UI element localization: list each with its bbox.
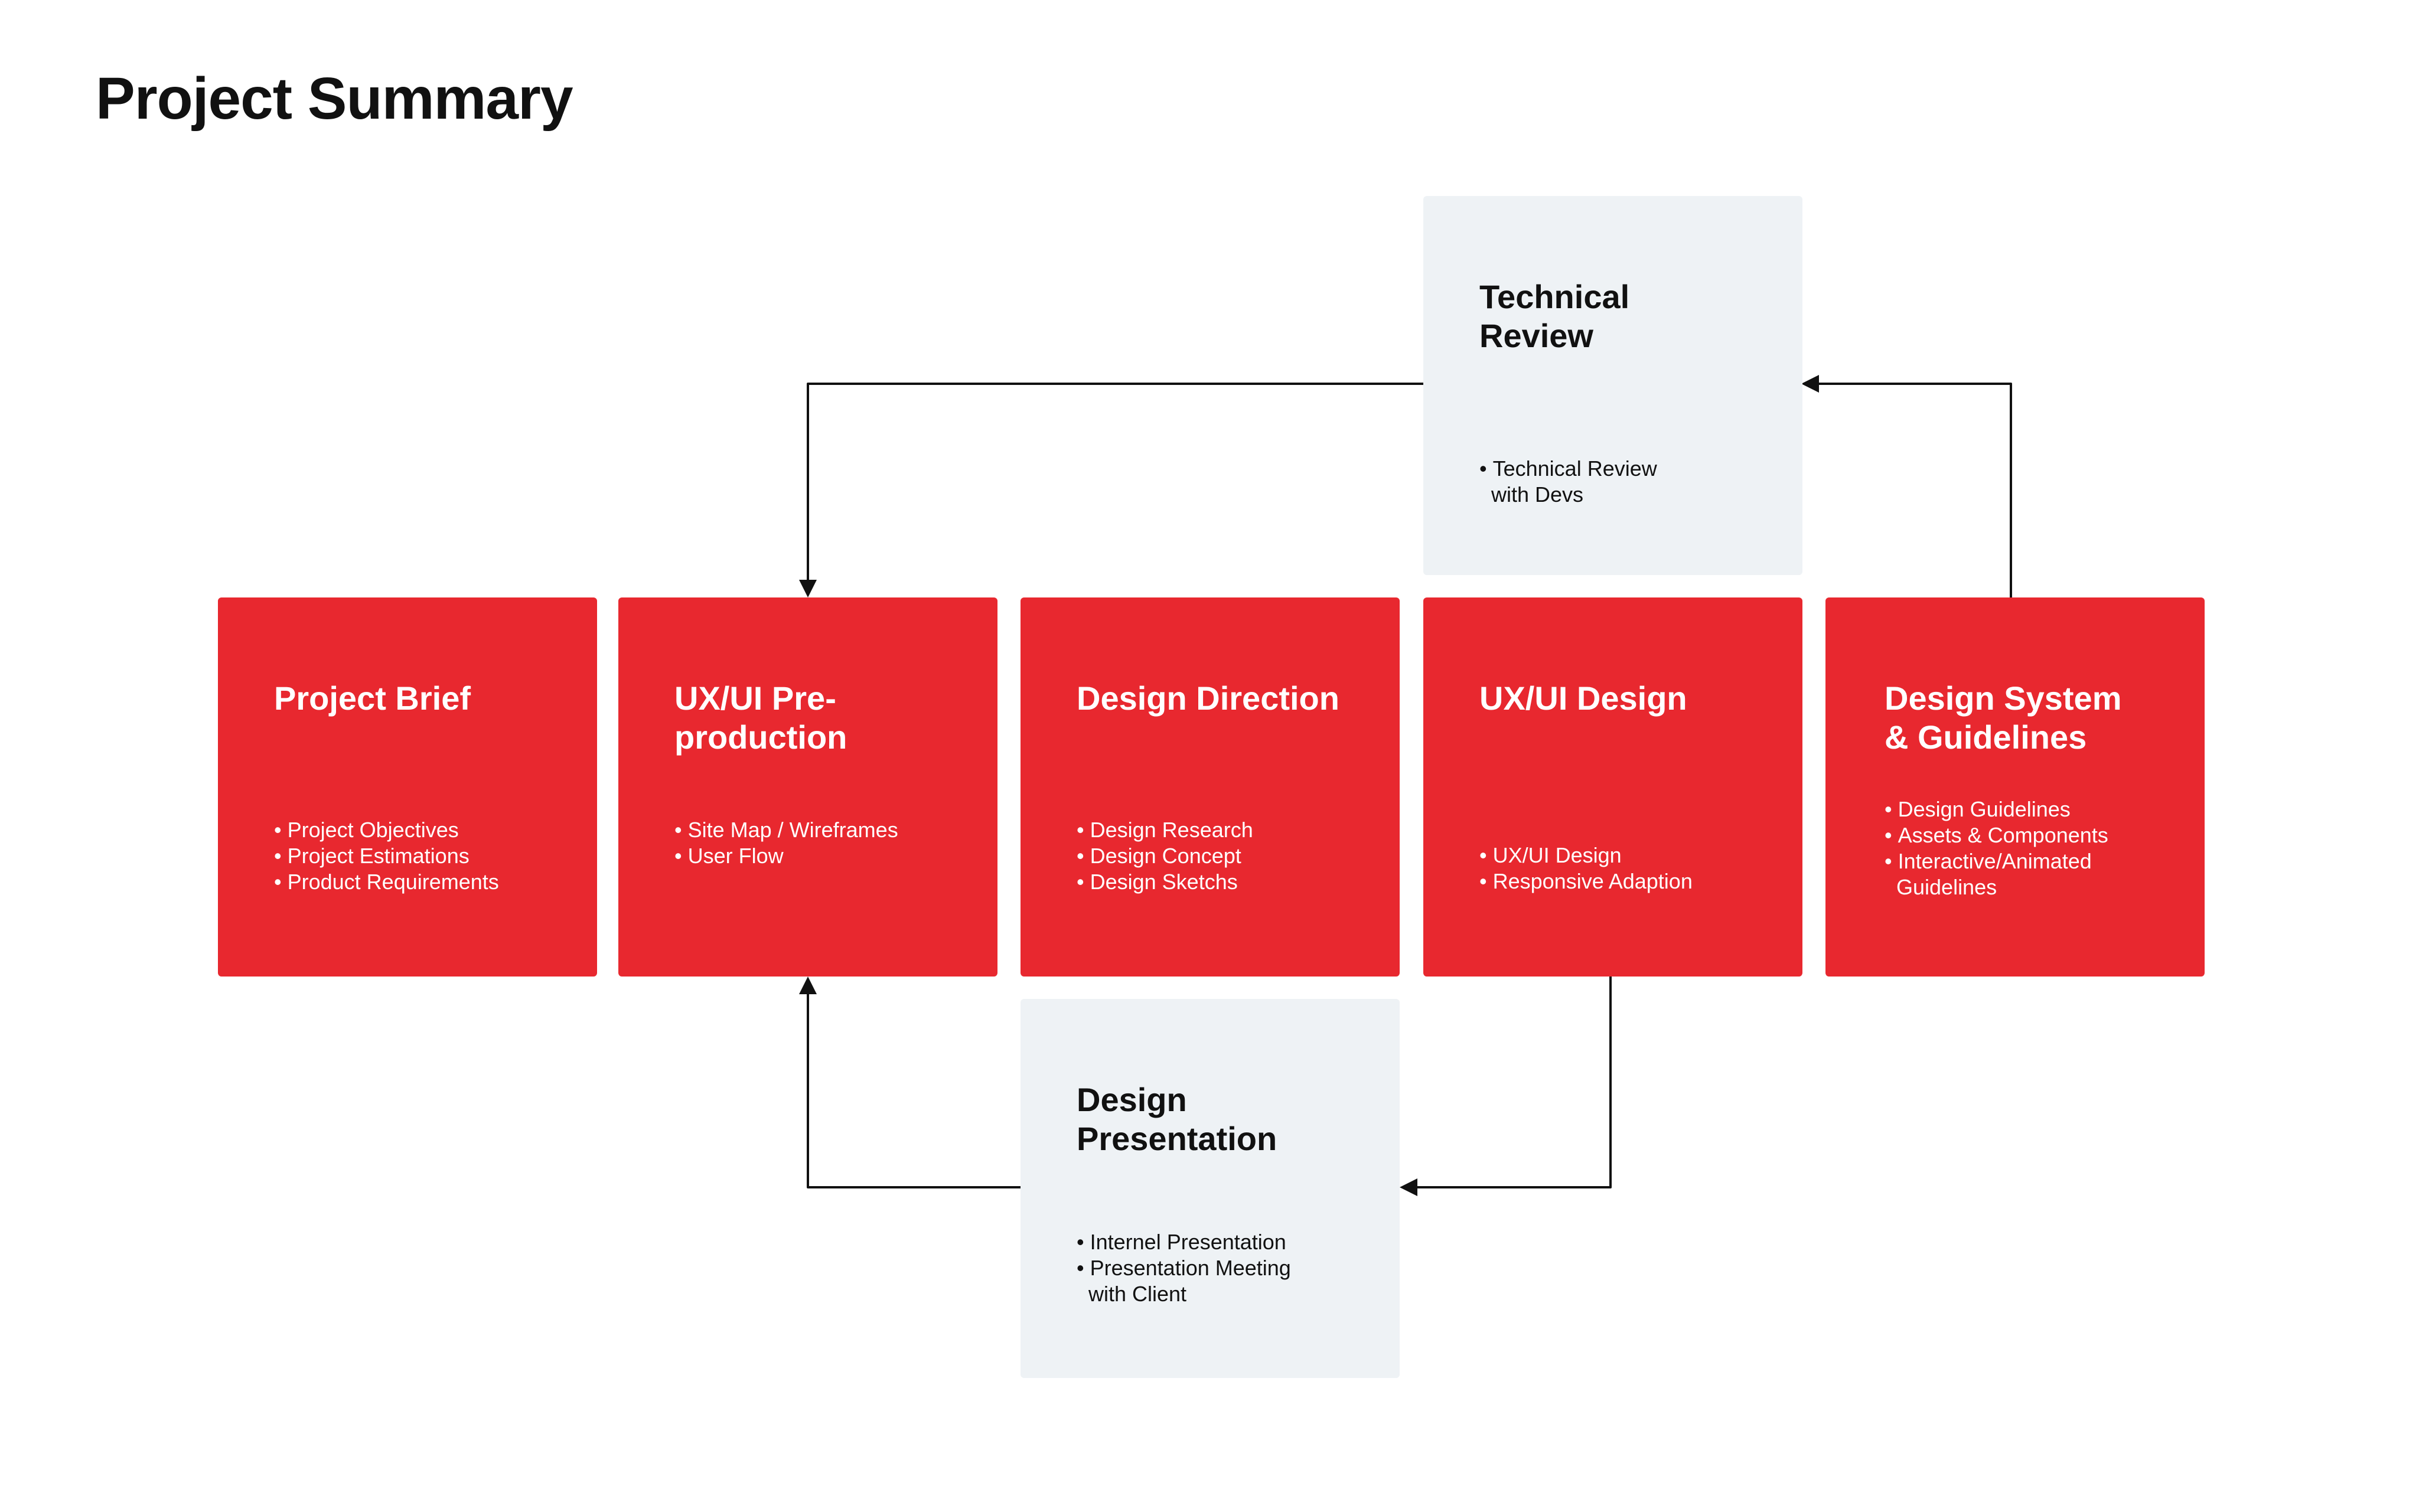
list-item: Technical Review with Devs	[1479, 456, 1779, 508]
list-item: Site Map / Wireframes	[674, 817, 974, 843]
list-item: Presentation Meeting with Client	[1077, 1255, 1376, 1307]
list-item: User Flow	[674, 843, 974, 869]
card-project-brief: Project Brief Project Objectives Project…	[218, 597, 597, 977]
card-items-design-system-guidelines: Design Guidelines Assets & Components In…	[1885, 796, 2181, 900]
list-item: Assets & Components	[1885, 822, 2181, 848]
card-title-project-brief: Project Brief	[274, 680, 471, 717]
card-items-technical-review: Technical Review with Devs	[1479, 456, 1779, 508]
list-item: Design Research	[1077, 817, 1376, 843]
connector-technical-review-to-preproduction	[807, 383, 1423, 584]
list-item: Responsive Adaption	[1479, 868, 1779, 894]
card-title-design-direction: Design Direction	[1077, 680, 1339, 717]
card-technical-review: Technical Review Technical Review with D…	[1423, 196, 1802, 575]
arrowhead-into-design-presentation	[1400, 1178, 1417, 1196]
card-title-design-system-guidelines: Design System & Guidelines	[1885, 680, 2122, 756]
card-items-design-presentation: Internel Presentation Presentation Meeti…	[1077, 1229, 1376, 1307]
connector-design-system-to-technical-review	[1816, 383, 2012, 597]
card-uxui-preproduction: UX/UI Pre- production Site Map / Wirefra…	[618, 597, 997, 977]
card-title-design-presentation: Design Presentation	[1077, 1081, 1277, 1157]
card-uxui-design: UX/UI Design UX/UI Design Responsive Ada…	[1423, 597, 1802, 977]
arrowhead-into-preproduction-top	[799, 580, 817, 597]
card-items-uxui-preproduction: Site Map / Wireframes User Flow	[674, 817, 974, 869]
card-items-design-direction: Design Research Design Concept Design Sk…	[1077, 817, 1376, 895]
list-item: Design Guidelines	[1885, 796, 2181, 822]
card-items-project-brief: Project Objectives Project Estimations P…	[274, 817, 573, 895]
card-design-direction: Design Direction Design Research Design …	[1021, 597, 1400, 977]
list-item: Project Objectives	[274, 817, 573, 843]
card-design-presentation: Design Presentation Internel Presentatio…	[1021, 999, 1400, 1378]
list-item: Project Estimations	[274, 843, 573, 869]
connector-presentation-to-preproduction	[807, 992, 1021, 1188]
arrowhead-into-preproduction-bottom	[799, 977, 817, 994]
connector-uxui-design-to-presentation	[1414, 977, 1612, 1188]
list-item: Design Sketchs	[1077, 869, 1376, 895]
list-item: Design Concept	[1077, 843, 1376, 869]
card-title-uxui-preproduction: UX/UI Pre- production	[674, 680, 847, 756]
arrowhead-into-technical-review	[1801, 375, 1819, 393]
list-item: UX/UI Design	[1479, 842, 1779, 868]
card-title-uxui-design: UX/UI Design	[1479, 680, 1687, 717]
list-item: Product Requirements	[274, 869, 573, 895]
card-items-uxui-design: UX/UI Design Responsive Adaption	[1479, 842, 1779, 894]
list-item: Internel Presentation	[1077, 1229, 1376, 1255]
card-title-technical-review: Technical Review	[1479, 278, 1630, 354]
list-item: Interactive/Animated Guidelines	[1885, 848, 2181, 900]
card-design-system-guidelines: Design System & Guidelines Design Guidel…	[1825, 597, 2205, 977]
page-title: Project Summary	[96, 66, 573, 132]
